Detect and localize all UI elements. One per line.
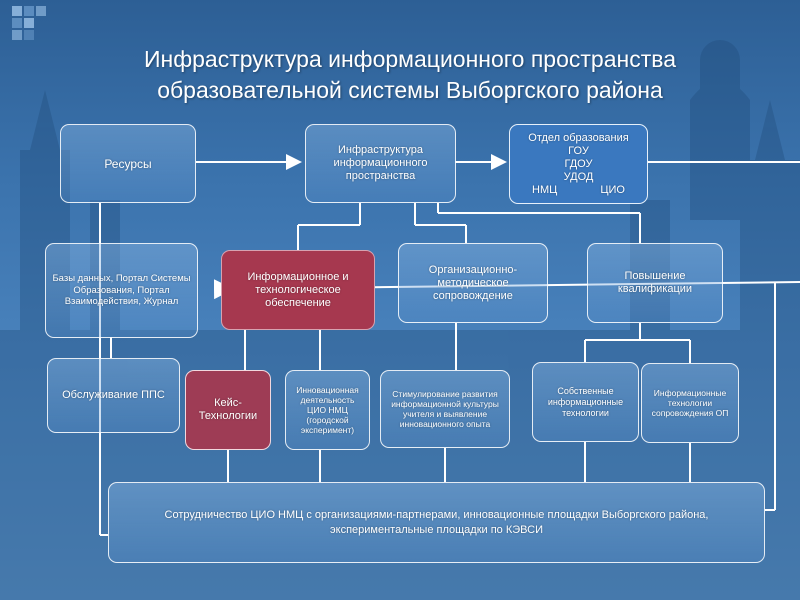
resources-label: Ресурсы xyxy=(104,156,152,171)
qualification-label: Повышение квалификации xyxy=(617,270,693,295)
department-nmc: НМЦ xyxy=(532,183,558,196)
qualification-box: Повышение квалификации xyxy=(587,243,723,323)
info-tech-op-box: Информационные технологии сопровождения … xyxy=(641,363,739,443)
case-tech-label: Кейс-Технологии xyxy=(198,397,258,422)
own-tech-box: Собственные информационные технологии xyxy=(532,362,639,442)
department-line-2: ГОУ xyxy=(568,144,589,157)
innovation-label: Инновационная деятельность ЦИО НМЦ (горо… xyxy=(296,385,359,435)
case-tech-box: Кейс-Технологии xyxy=(185,370,271,450)
databases-label: Базы данных, Портал Системы Образования,… xyxy=(52,273,191,308)
org-method-label: Организационно-методическое сопровождени… xyxy=(428,263,518,302)
info-support-label: Информационное и технологическое обеспеч… xyxy=(247,270,349,309)
department-cio: ЦИО xyxy=(600,183,625,196)
department-box: Отдел образования ГОУ ГДОУ УДОД НМЦ ЦИО xyxy=(509,124,648,204)
databases-box: Базы данных, Портал Системы Образования,… xyxy=(45,243,198,338)
info-tech-op-label: Информационные технологии сопровождения … xyxy=(651,388,729,418)
own-tech-label: Собственные информационные технологии xyxy=(547,385,624,418)
title-line-1: Инфраструктура информационного пространс… xyxy=(143,46,676,72)
infrastructure-box: Инфраструктура информационного пространс… xyxy=(305,124,456,203)
innovation-box: Инновационная деятельность ЦИО НМЦ (горо… xyxy=(285,370,370,450)
page-title: Инфраструктура информационного пространс… xyxy=(60,44,760,106)
cooperation-label: Сотрудничество ЦИО НМЦ с организациями-п… xyxy=(164,508,709,536)
department-line-4: УДОД xyxy=(563,170,594,183)
infrastructure-label: Инфраструктура информационного пространс… xyxy=(333,144,428,182)
department-line-3: ГДОУ xyxy=(564,157,593,170)
info-support-box: Информационное и технологическое обеспеч… xyxy=(221,250,375,330)
resources-box: Ресурсы xyxy=(60,124,196,203)
department-line-1: Отдел образования xyxy=(528,131,629,144)
cooperation-box: Сотрудничество ЦИО НМЦ с организациями-п… xyxy=(108,482,765,563)
pps-service-label: Обслуживание ППС xyxy=(62,389,165,401)
department-line-5: НМЦ ЦИО xyxy=(514,184,643,197)
title-line-2: образовательной системы Выборгского райо… xyxy=(157,77,663,103)
stimulation-label: Стимулирование развития информационной к… xyxy=(391,389,499,429)
stimulation-box: Стимулирование развития информационной к… xyxy=(380,370,510,448)
pps-service-box: Обслуживание ППС xyxy=(47,358,180,433)
org-method-box: Организационно-методическое сопровождени… xyxy=(398,243,548,323)
